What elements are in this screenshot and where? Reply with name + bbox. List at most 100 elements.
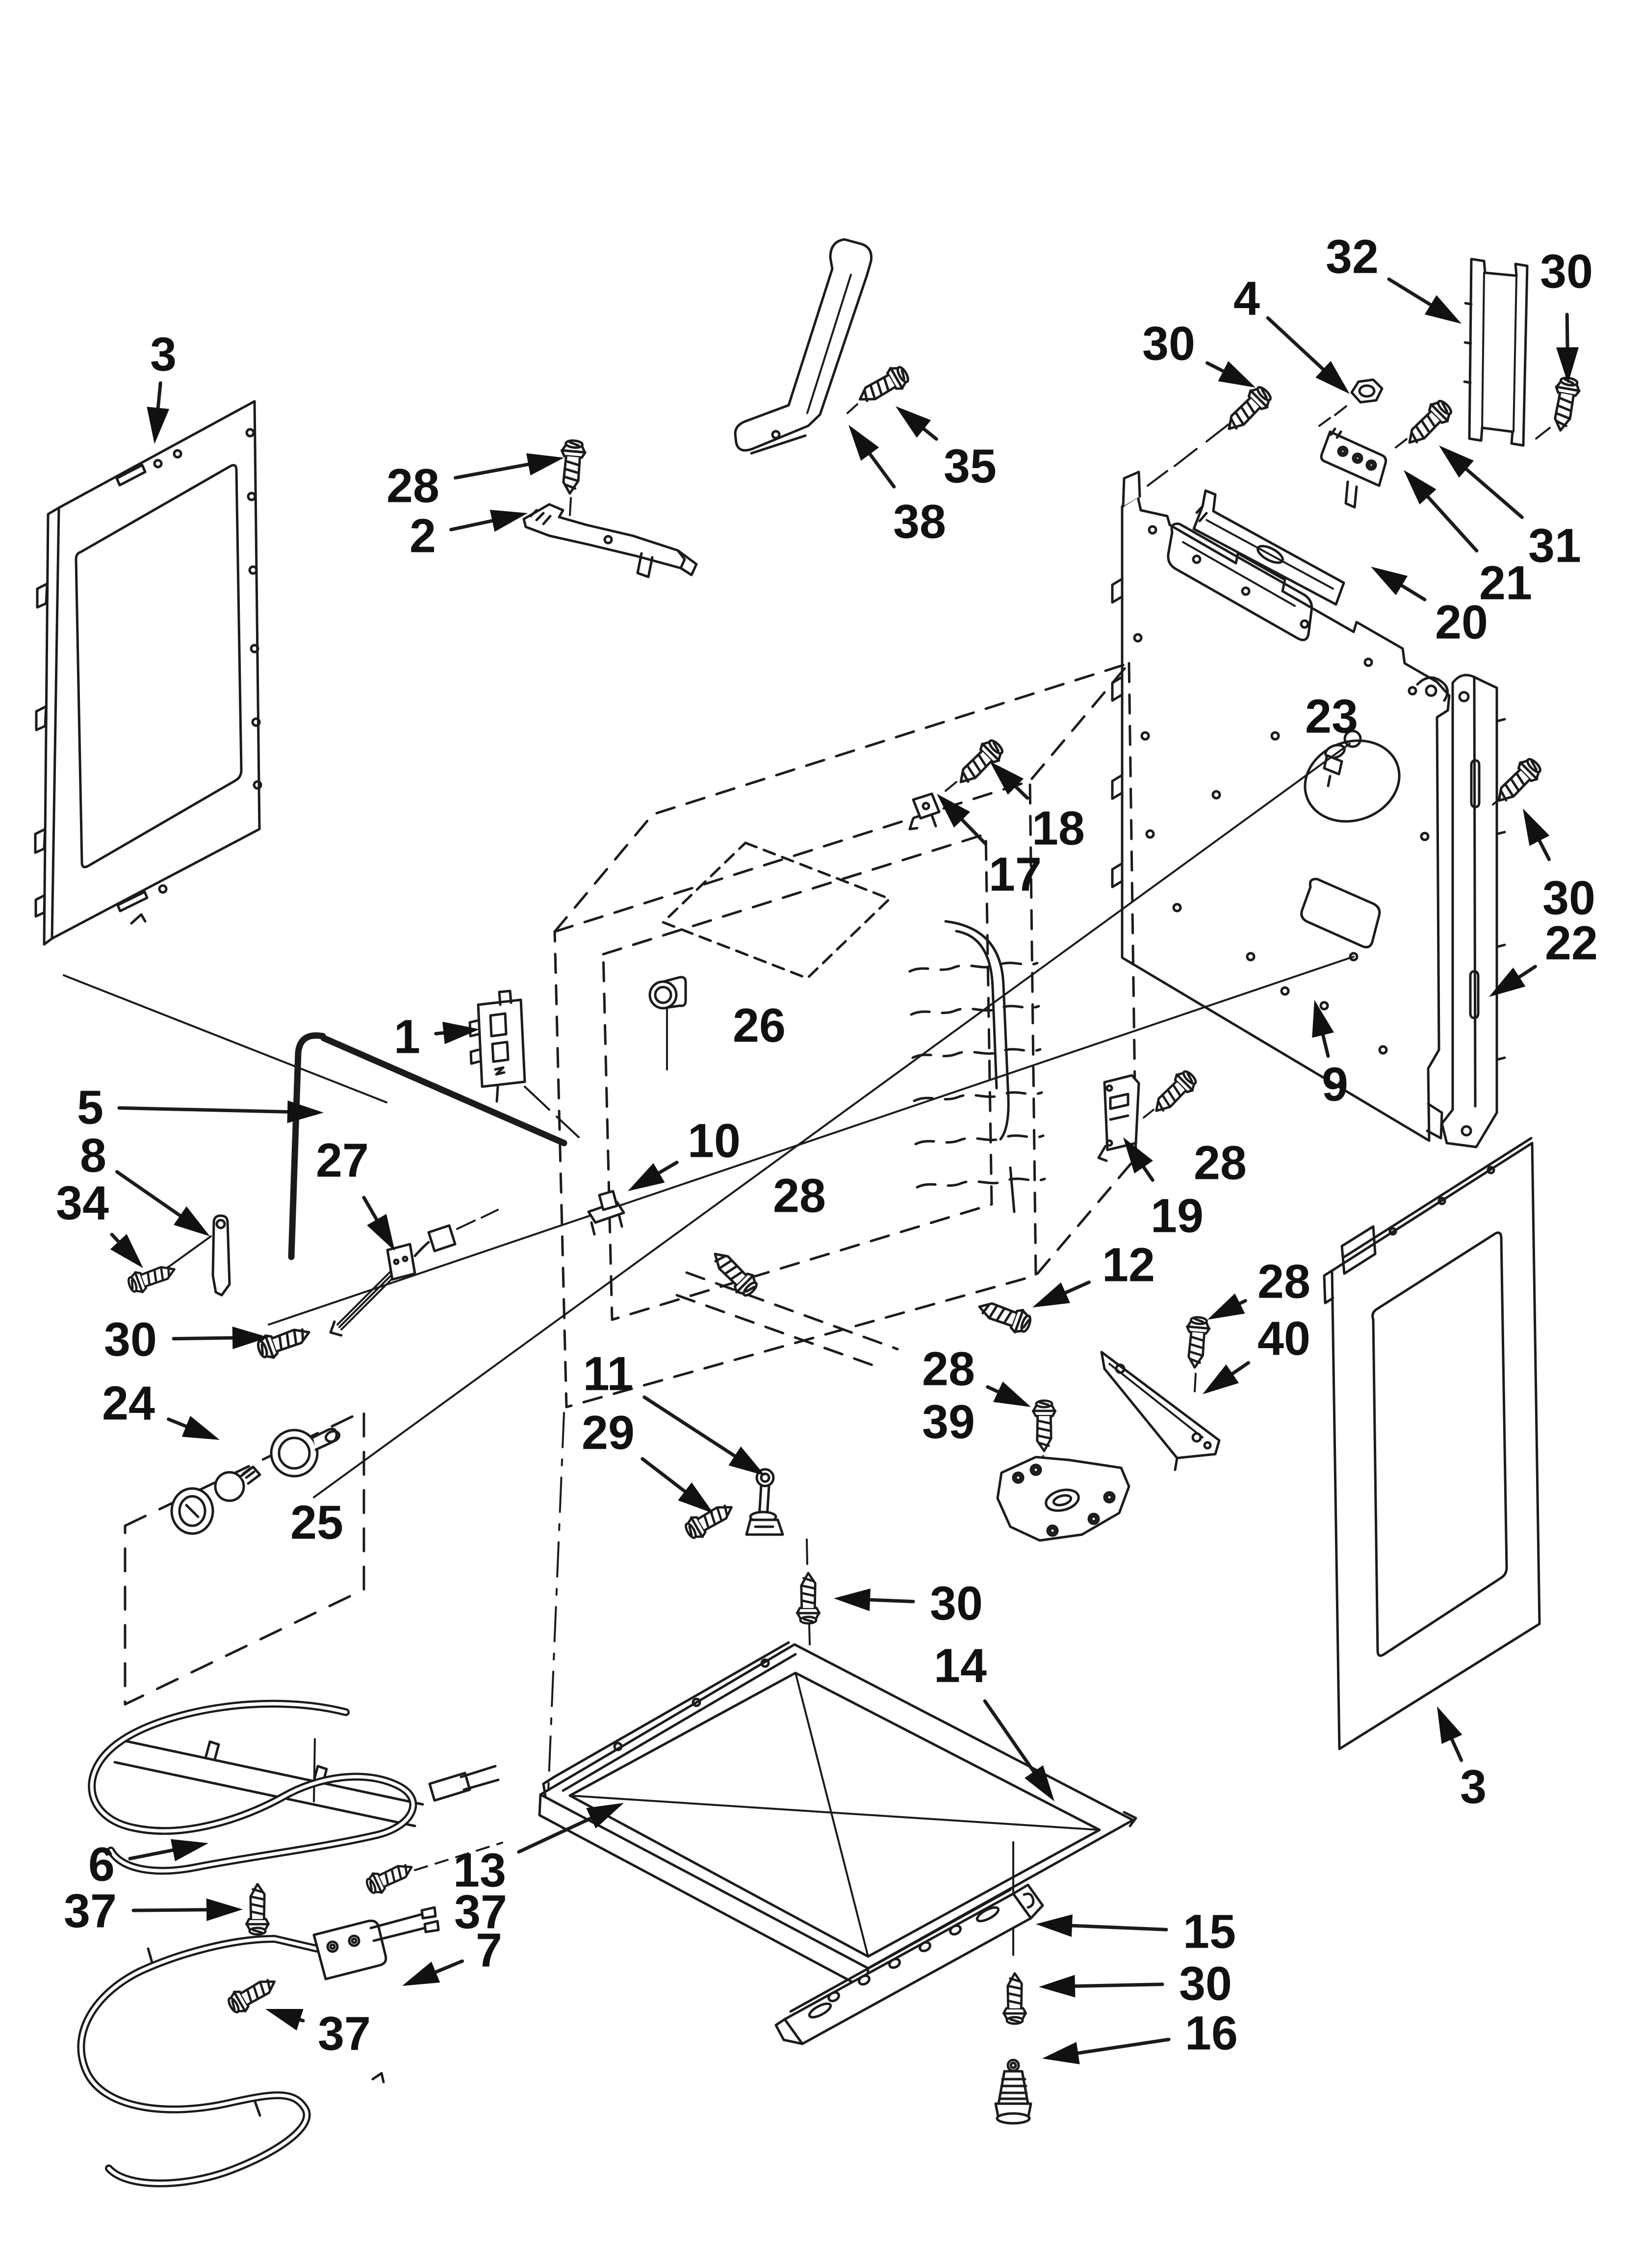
spacer-26 [648, 976, 687, 1070]
bottom-rail-15 [774, 1883, 1044, 2045]
screw-30-left [255, 1321, 313, 1361]
support-bracket-2 [522, 440, 698, 578]
part-number-7: 7 [476, 1924, 502, 1977]
arrowhead [1437, 1706, 1462, 1744]
arrowhead [628, 1163, 665, 1191]
side-trim-wire-5 [288, 1032, 567, 1260]
alignment-dashes [1147, 423, 1230, 487]
leader-line [172, 1336, 243, 1341]
leader-line [1266, 316, 1332, 377]
arrowhead [206, 1898, 243, 1921]
part-number-4: 4 [1233, 272, 1260, 325]
arrowhead [1489, 967, 1526, 997]
part-number-40: 40 [1257, 1312, 1310, 1365]
callout-20-11: 20 [1371, 567, 1488, 649]
screw-28-gusset [1183, 1316, 1210, 1368]
reference-line [63, 974, 387, 1103]
part-number-30: 30 [1542, 871, 1595, 925]
cavity-front-frame [944, 920, 1016, 1213]
part-number-9: 9 [1322, 1058, 1348, 1111]
part-number-17: 17 [989, 848, 1042, 901]
arrowhead [170, 1839, 208, 1861]
ground-strap-8 [126, 1214, 231, 1296]
part-number-3: 3 [1460, 1760, 1487, 1814]
arrowhead [1042, 2042, 1080, 2064]
callout-16-49: 16 [1042, 2007, 1238, 2064]
arrowhead [1123, 1137, 1153, 1174]
screw-12 [975, 1296, 1033, 1336]
knob-kit-box-24 [124, 1409, 365, 1706]
callout-30-6: 30 [1540, 245, 1593, 384]
part-number-1: 1 [394, 1010, 420, 1064]
part-number-28: 28 [386, 459, 439, 513]
part-number-28: 28 [922, 1342, 975, 1396]
arrowhead [1404, 470, 1437, 505]
knob-bell-25 [170, 1428, 341, 1535]
callout-34-22: 34 [56, 1176, 143, 1268]
reference-line [268, 956, 1355, 1326]
leader-line [131, 1908, 217, 1912]
rear-vent-bracket-38 [734, 238, 912, 455]
part-number-24: 24 [102, 1377, 155, 1430]
base-plate-39 [996, 1401, 1130, 1542]
rear-brace-bracket-32 [1463, 258, 1529, 447]
screw-37-a [246, 1884, 269, 1934]
screw-30-top-left [1221, 383, 1275, 437]
leader-line [1387, 277, 1440, 312]
leader-line [983, 1699, 1041, 1781]
arrowhead [1218, 361, 1256, 388]
right-side-panel [1323, 1137, 1541, 1750]
base-panel-13 [538, 1641, 1137, 1991]
callout-24-25: 24 [102, 1377, 220, 1440]
callout-5-20: 5 [77, 1081, 324, 1134]
arrowhead [181, 1415, 220, 1440]
arrowhead [1312, 1000, 1334, 1038]
part-number-30: 30 [104, 1313, 157, 1366]
callout-28-28: 28 [773, 1169, 826, 1223]
part-number-15: 15 [1183, 1905, 1236, 1958]
arrowhead [1024, 1765, 1054, 1801]
part-number-10: 10 [688, 1114, 741, 1168]
part-number-25: 25 [290, 1496, 343, 1549]
screw-31 [1401, 397, 1455, 451]
callout-14-40: 14 [934, 1639, 1054, 1801]
part-number-35: 35 [944, 440, 997, 493]
callout-11-37: 11 [583, 1347, 765, 1476]
leader-line [1458, 462, 1524, 519]
part-number-29: 29 [582, 1406, 635, 1460]
leader-line [1064, 1982, 1164, 1988]
callout-28-32: 28 [1207, 1255, 1310, 1320]
callout-15-47: 15 [1036, 1905, 1236, 1958]
callout-23-12: 23 [1305, 690, 1358, 743]
screw-28 [558, 440, 586, 495]
callout-32-5: 32 [1326, 230, 1462, 324]
left-side-panel [34, 400, 387, 1103]
callout-37-44: 37 [454, 1885, 507, 1939]
part-number-5: 5 [77, 1081, 103, 1134]
callout-18-16: 18 [990, 761, 1085, 855]
part-number-28: 28 [1257, 1255, 1310, 1308]
arrowhead [1424, 295, 1462, 324]
callout-30-8: 30 [1142, 317, 1256, 388]
part-number-18: 18 [1032, 802, 1085, 855]
arrowhead [1371, 567, 1408, 596]
arrowhead [896, 406, 931, 438]
screw-35 [854, 363, 912, 410]
part-number-26: 26 [733, 999, 786, 1052]
arrowhead [442, 1021, 480, 1044]
callout-30-24: 30 [104, 1313, 269, 1366]
screw-30-base [797, 1573, 820, 1623]
part-number-22: 22 [1545, 916, 1598, 970]
rear-side-trim-22 [1440, 674, 1506, 1148]
terminal-block-bracket-21 [1320, 427, 1387, 509]
leader-line [454, 461, 539, 480]
callout-30-48: 30 [1039, 1957, 1232, 2010]
arrowhead [728, 1446, 765, 1476]
callout-9-15: 9 [1312, 1000, 1348, 1111]
screw-30-bottom [1003, 1973, 1026, 2024]
arrowhead [1523, 808, 1550, 846]
callout-2-2: 2 [410, 509, 528, 563]
part-number-16: 16 [1185, 2007, 1238, 2060]
part-number-37: 37 [64, 1884, 117, 1938]
